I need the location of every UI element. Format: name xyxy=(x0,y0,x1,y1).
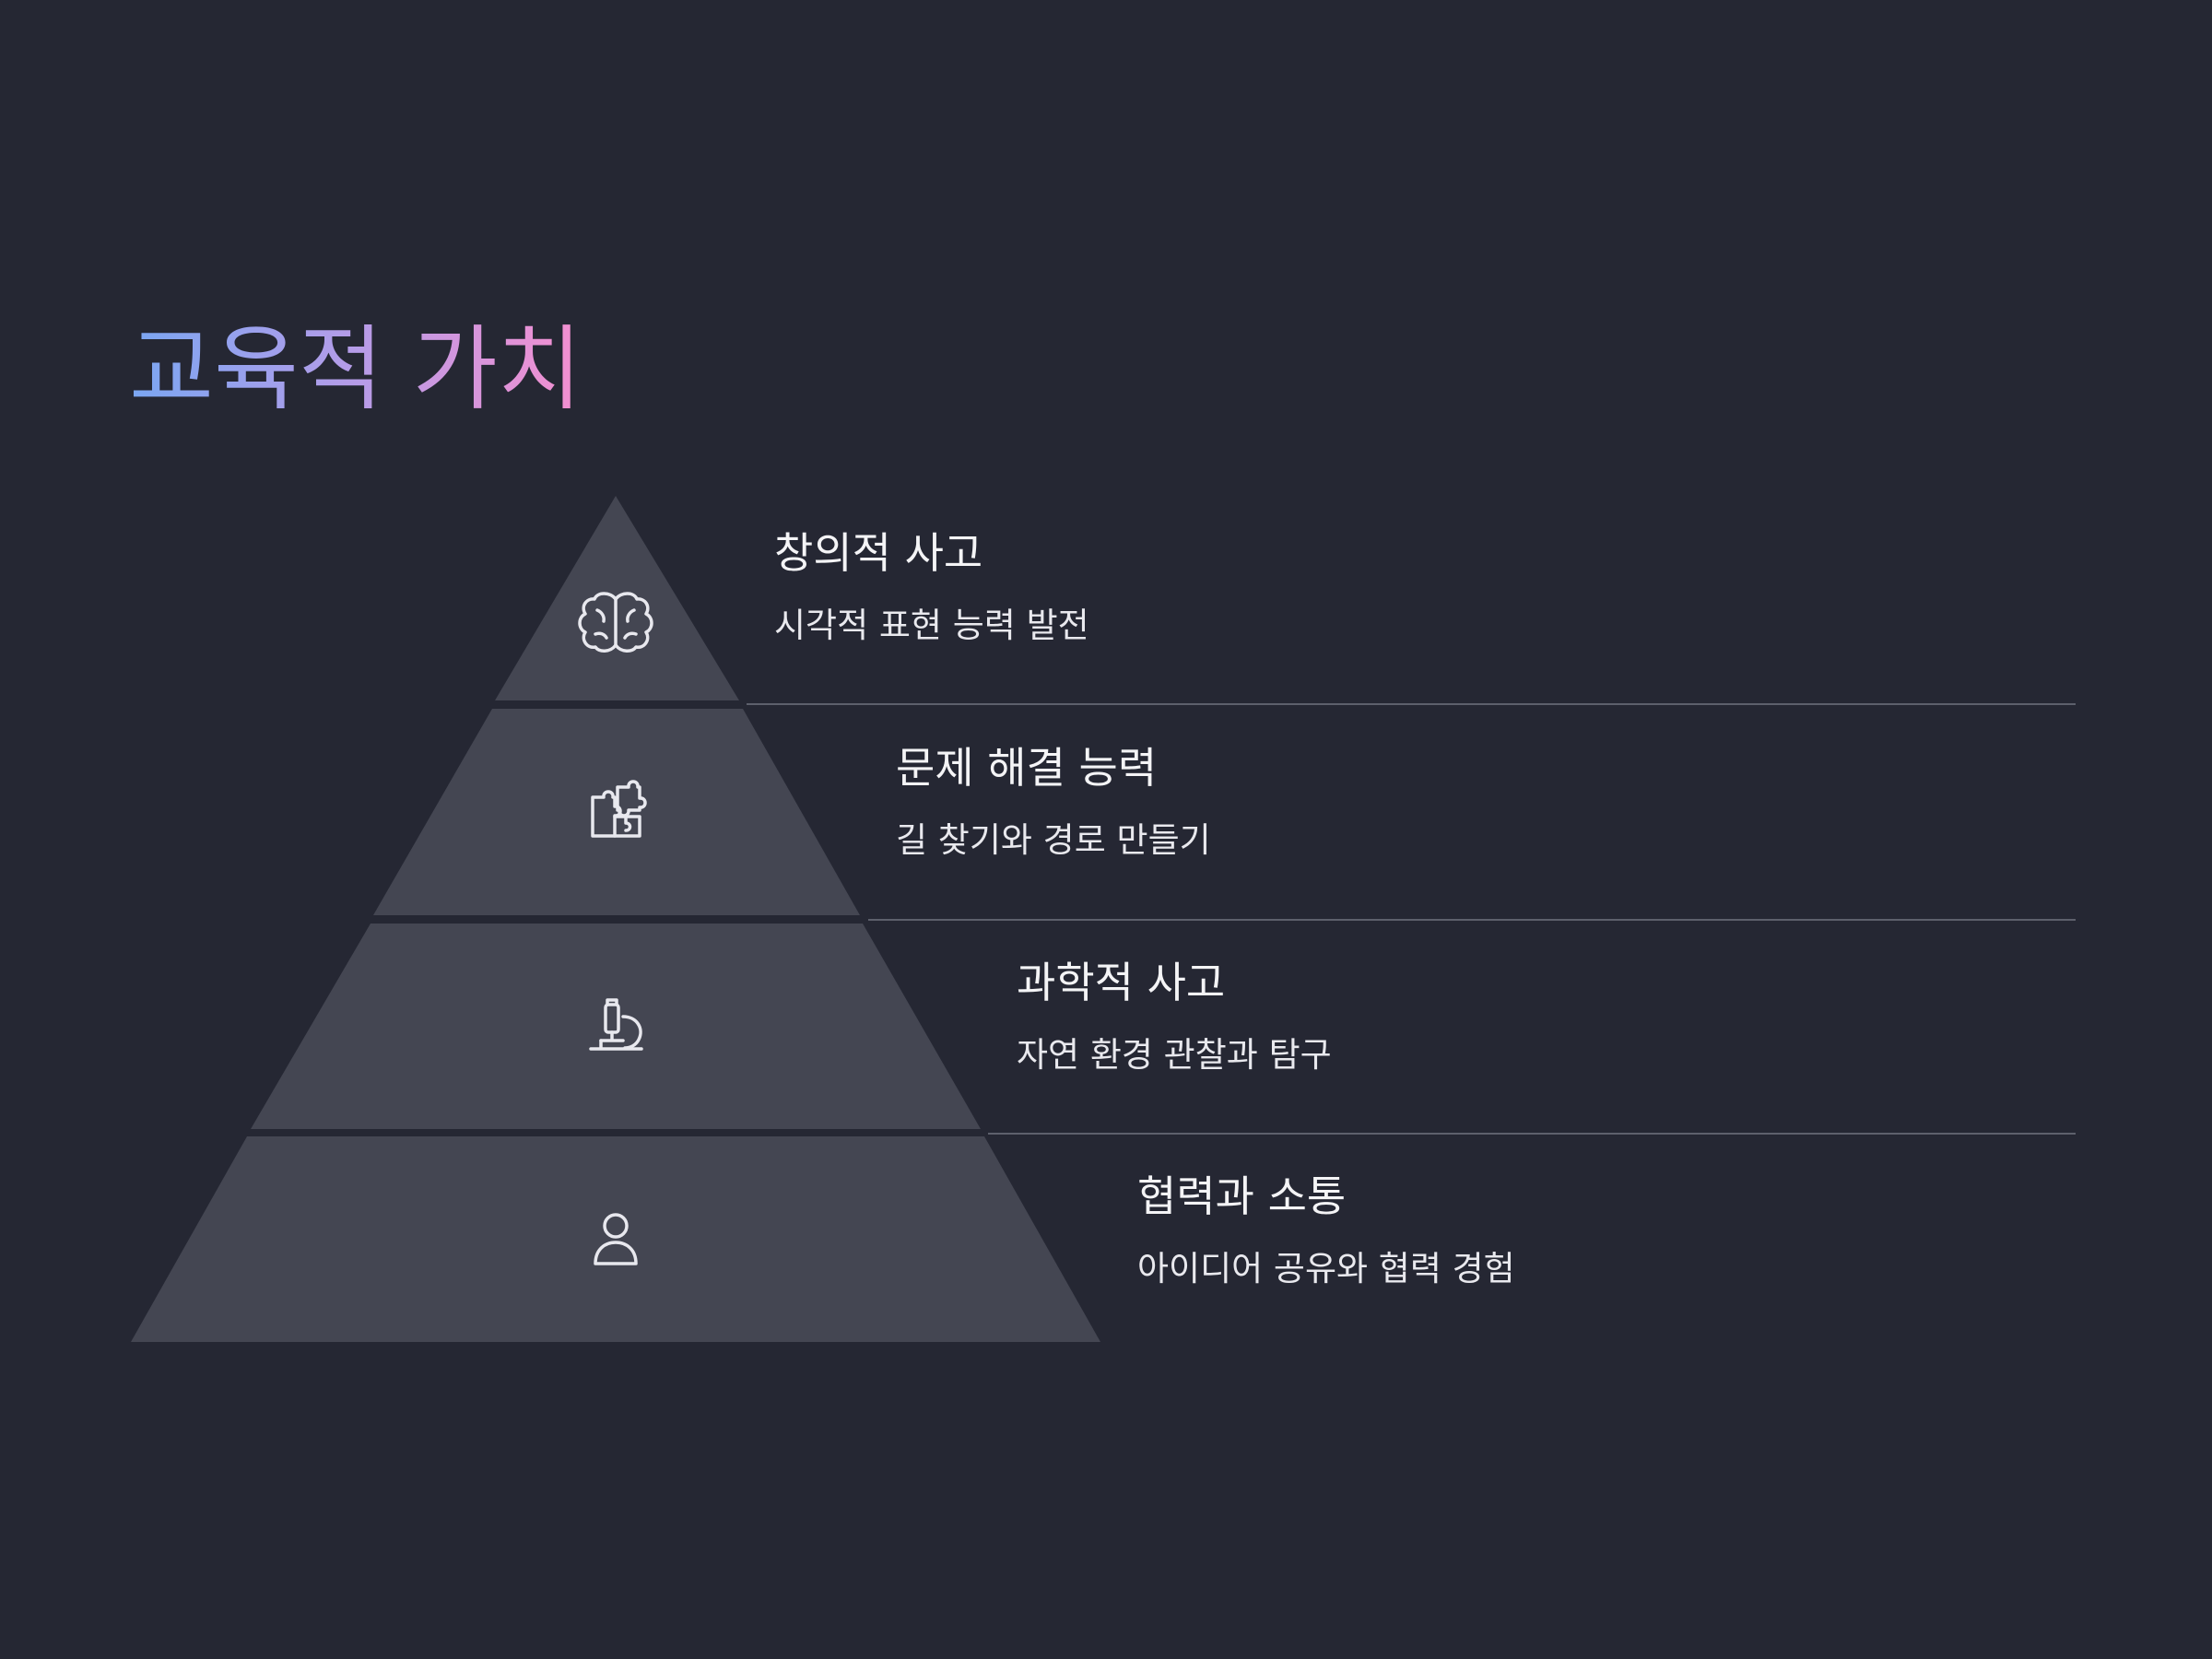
page-title: 교육적 가치 xyxy=(129,310,582,429)
layer-heading: 협력과 소통 xyxy=(1137,1171,1347,1221)
pyramid-layer-3 xyxy=(251,924,981,1129)
layer-heading: 문제 해결 능력 xyxy=(896,743,1158,793)
layer-text-2: 문제 해결 능력 길 찾기와 경로 만들기 xyxy=(896,740,1211,864)
puzzle-icon xyxy=(591,780,647,838)
layer-text-3: 과학적 사고 자연 환경 관찰과 탐구 xyxy=(1017,955,1332,1078)
pyramid-layer-2 xyxy=(373,709,860,915)
user-icon xyxy=(594,1213,638,1265)
layer-text-1: 창의적 사고 시각적 표현 능력 발전 xyxy=(774,525,1089,649)
brain-icon xyxy=(578,592,653,653)
layer-description: 시각적 표현 능력 발전 xyxy=(774,606,1089,645)
pyramid-layer-4 xyxy=(131,1136,1100,1342)
microscope-icon xyxy=(589,998,643,1051)
layer-heading: 과학적 사고 xyxy=(1017,958,1226,1007)
layer-heading: 창의적 사고 xyxy=(774,528,983,578)
layer-text-4: 협력과 소통 아이디어 공유와 협력 경험 xyxy=(1137,1169,1515,1292)
layer-description: 길 찾기와 경로 만들기 xyxy=(896,820,1211,860)
layer-description: 아이디어 공유와 협력 경험 xyxy=(1137,1249,1515,1288)
layer-description: 자연 환경 관찰과 탐구 xyxy=(1017,1035,1332,1075)
